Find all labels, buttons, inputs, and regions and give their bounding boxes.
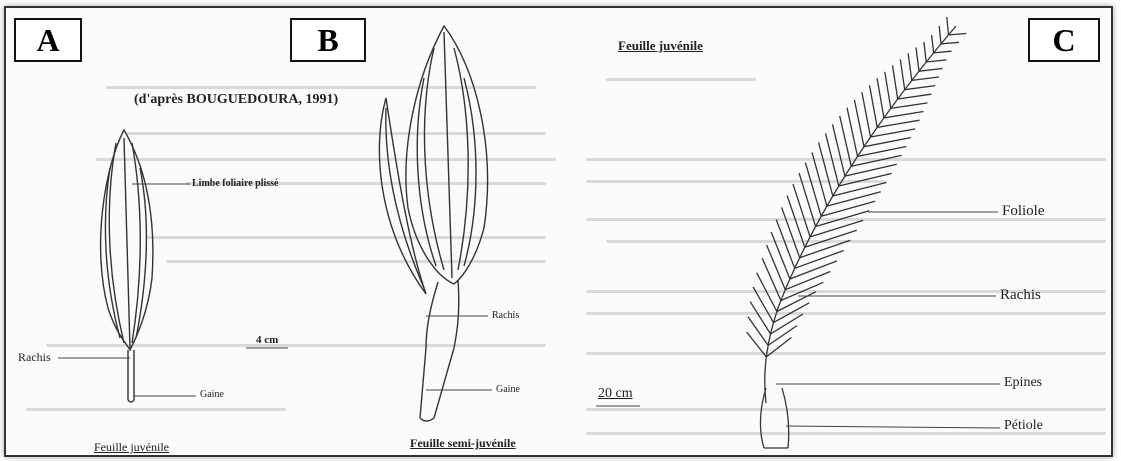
- leaflet: [934, 51, 952, 53]
- leaflet: [805, 163, 821, 217]
- leaf-b-callouts: [426, 316, 492, 390]
- label-gaine-b: Gaine: [496, 384, 520, 395]
- leaflet: [912, 77, 939, 80]
- label-epines: Epines: [1004, 375, 1042, 391]
- panel-label-a: A: [14, 18, 82, 62]
- leaflet: [919, 69, 943, 72]
- scale-label-c: 20 cm: [598, 386, 633, 402]
- scale-label-a: 4 cm: [256, 334, 278, 346]
- source-note: (d'après BOUGUEDOURA, 1991): [134, 92, 338, 108]
- leaflet: [840, 116, 852, 166]
- leaflet: [862, 92, 871, 137]
- leaflet: [908, 53, 912, 80]
- leaflet: [891, 103, 928, 109]
- leaflet: [753, 287, 773, 323]
- leaflet: [766, 338, 791, 357]
- leaflet: [750, 302, 770, 334]
- leaflet: [900, 59, 904, 89]
- leaflet: [949, 34, 967, 35]
- label-gaine-a: Gaine: [200, 389, 224, 400]
- leaflet: [932, 35, 934, 53]
- leaf-a-drawing: [101, 130, 153, 402]
- leaflet: [757, 273, 777, 312]
- leaflet: [905, 86, 935, 90]
- leaflet: [816, 211, 870, 227]
- leaflet: [782, 207, 800, 257]
- panel-label-c: C: [1028, 18, 1100, 62]
- label-rachis-b: Rachis: [492, 310, 519, 321]
- leaflet: [827, 192, 881, 206]
- leaf-b-drawing: [379, 26, 487, 421]
- label-limbe-foliaire: Limbe foliaire plissé: [192, 178, 278, 189]
- leaflet: [847, 108, 858, 157]
- leaflet: [864, 138, 911, 147]
- leaf-a-callouts: [58, 184, 288, 396]
- leaflet: [877, 78, 884, 118]
- leaflet: [884, 112, 924, 118]
- label-rachis-a: Rachis: [18, 350, 51, 365]
- leaflet: [916, 48, 919, 72]
- leaflet: [747, 332, 767, 357]
- title-c: Feuille juvénile: [618, 38, 703, 54]
- leaflet: [924, 42, 926, 62]
- leaflet: [812, 152, 827, 206]
- leaflet: [776, 220, 795, 269]
- leaflet: [854, 100, 864, 147]
- leaflet: [748, 317, 768, 346]
- leaflet: [885, 72, 891, 109]
- leaflet: [767, 245, 786, 290]
- leaflet: [941, 42, 959, 44]
- leaflet: [893, 65, 898, 99]
- panel-label-b: B: [290, 18, 366, 62]
- label-foliole: Foliole: [1002, 203, 1045, 220]
- leaf-c-leaflets: [747, 17, 967, 357]
- leaflet: [877, 120, 919, 127]
- leaflet: [762, 258, 781, 300]
- figure-frame: A B C (d'après BOUGUEDOURA, 1991) Limbe …: [4, 6, 1113, 457]
- leaflet: [793, 184, 810, 237]
- leaflet: [939, 26, 941, 44]
- leaflet: [771, 232, 790, 279]
- caption-b: Feuille semi-juvénile: [410, 436, 516, 451]
- leaflet: [833, 183, 887, 197]
- label-rachis-c: Rachis: [1000, 287, 1041, 304]
- leaflet: [787, 196, 805, 248]
- leaflet: [819, 143, 833, 196]
- leaf-c-drawing: [747, 17, 967, 448]
- leaflet: [871, 129, 916, 137]
- leaflet: [799, 173, 816, 226]
- leaflet: [898, 94, 932, 99]
- leaflet: [858, 147, 907, 157]
- leaflet: [821, 201, 875, 216]
- leaf-c-callouts: [596, 212, 1000, 428]
- leaflet: [947, 17, 949, 35]
- diagram-drawing: [6, 8, 1111, 455]
- caption-a: Feuille juvénile: [94, 440, 169, 455]
- leaflet: [926, 60, 946, 62]
- label-petiole: Pétiole: [1004, 418, 1043, 434]
- leaflet: [870, 85, 878, 127]
